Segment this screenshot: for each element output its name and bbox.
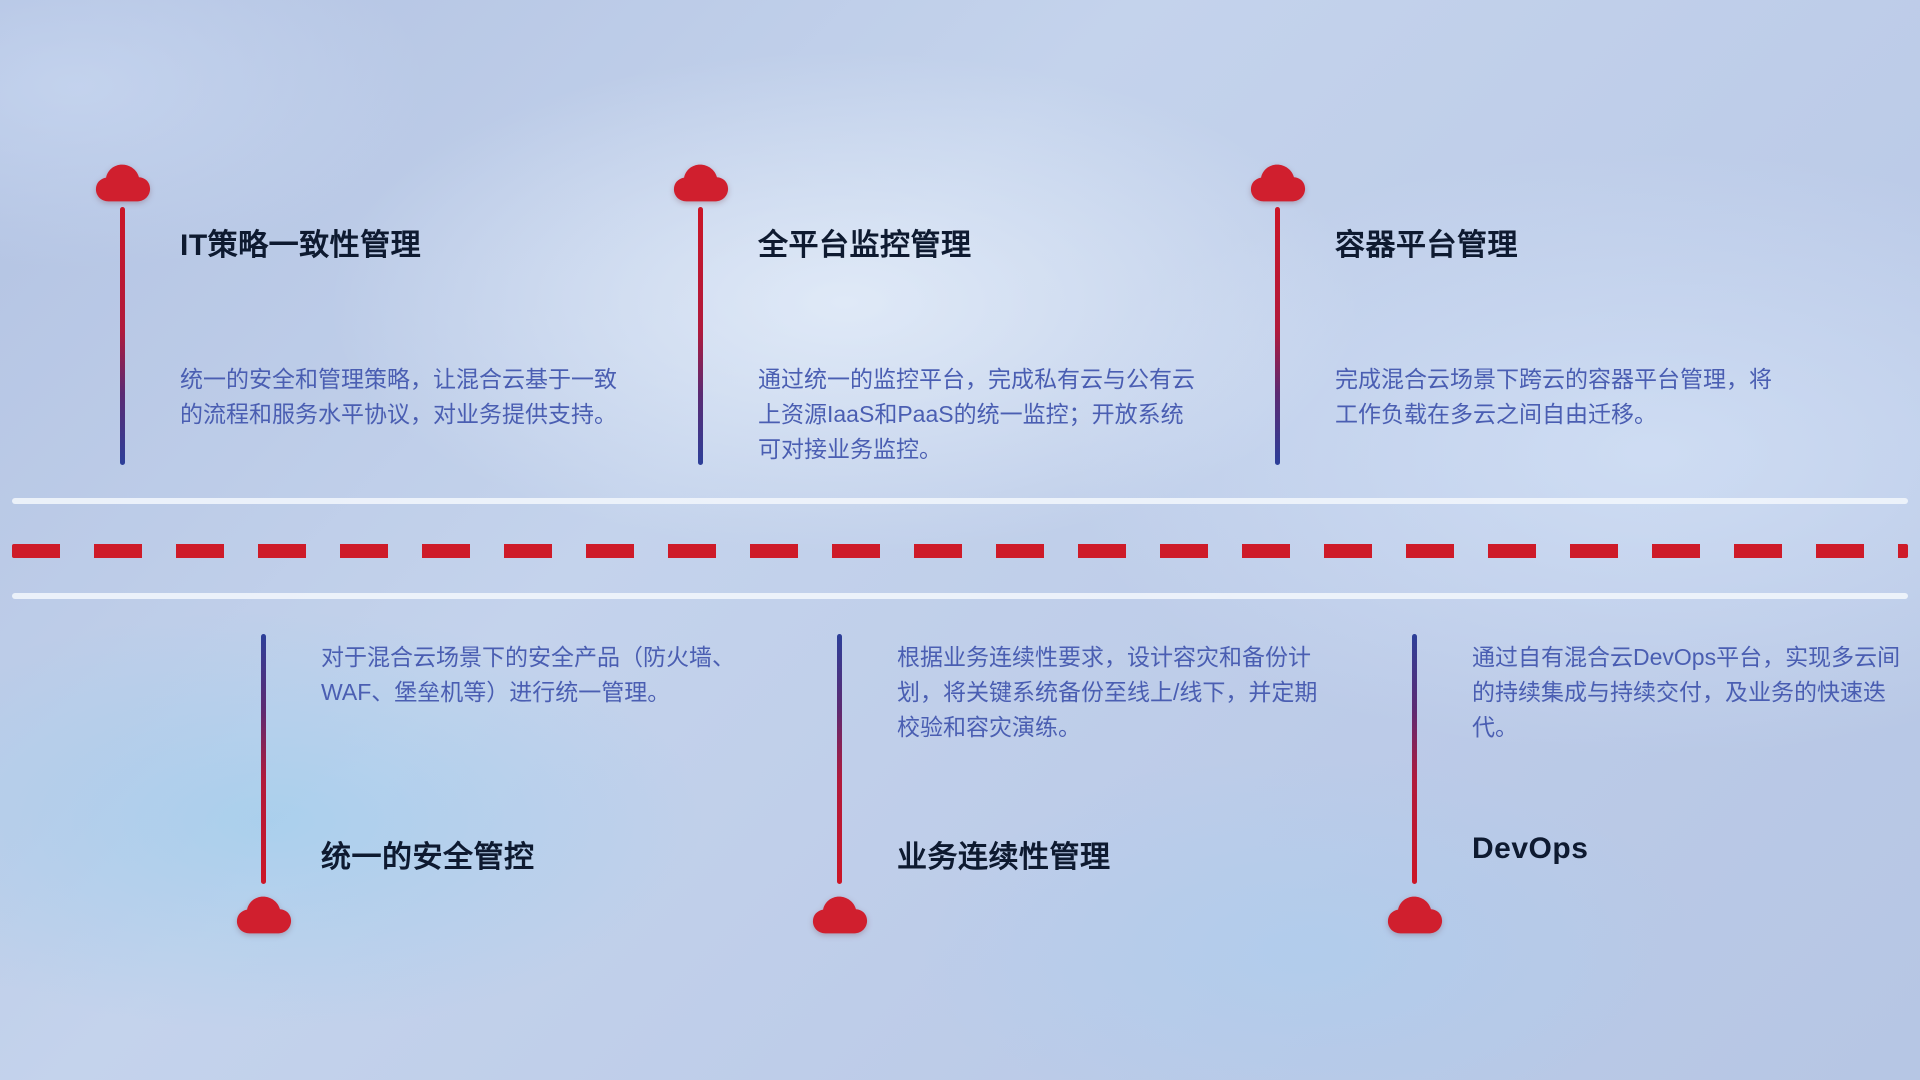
cloud-icon — [1249, 162, 1307, 204]
capability-title: DevOps — [1472, 832, 1589, 865]
connector-line — [837, 634, 842, 884]
capability-description: 通过自有混合云DevOps平台，实现多云间的持续集成与持续交付，及业务的快速迭代… — [1472, 644, 1901, 740]
item-unified-security: 对于混合云场景下的安全产品（防火墙、WAF、堡垒机等）进行统一管理。 统一的安全… — [235, 630, 775, 950]
capability-description: 通过统一的监控平台，完成私有云与公有云上资源IaaS和PaaS的统一监控；开放系… — [758, 366, 1195, 462]
connector-line — [261, 634, 266, 884]
capability-title: 统一的安全管控 — [321, 841, 535, 874]
item-devops: 通过自有混合云DevOps平台，实现多云间的持续集成与持续交付，及业务的快速迭代… — [1386, 630, 1920, 950]
capability-title: IT策略一致性管理 — [180, 229, 422, 262]
capability-description: 对于混合云场景下的安全产品（防火墙、WAF、堡垒机等）进行统一管理。 — [321, 644, 735, 705]
connector-line — [698, 207, 703, 465]
connector-line — [1275, 207, 1280, 465]
capability-description: 统一的安全和管理策略，让混合云基于一致的流程和服务水平协议，对业务提供支持。 — [180, 366, 617, 427]
capability-title: 容器平台管理 — [1335, 229, 1518, 262]
timeline-solid-line-top — [12, 498, 1908, 504]
capability-title: 全平台监控管理 — [758, 229, 972, 262]
capability-title: 业务连续性管理 — [897, 841, 1111, 874]
timeline-dashed-line — [12, 544, 1908, 558]
cloud-icon — [94, 162, 152, 204]
capability-description: 根据业务连续性要求，设计容灾和备份计划，将关键系统备份至线上/线下，并定期校验和… — [897, 644, 1318, 740]
item-full-platform-monitoring: 全平台监控管理 通过统一的监控平台，完成私有云与公有云上资源IaaS和PaaS的… — [672, 162, 1212, 482]
item-it-policy-consistency: IT策略一致性管理 统一的安全和管理策略，让混合云基于一致的流程和服务水平协议，… — [94, 162, 634, 482]
item-container-platform: 容器平台管理 完成混合云场景下跨云的容器平台管理，将工作负载在多云之间自由迁移。 — [1249, 162, 1789, 482]
cloud-icon — [1386, 894, 1444, 936]
cloud-icon — [811, 894, 869, 936]
item-business-continuity: 根据业务连续性要求，设计容灾和备份计划，将关键系统备份至线上/线下，并定期校验和… — [811, 630, 1351, 950]
timeline-solid-line-bottom — [12, 593, 1908, 599]
connector-line — [1412, 634, 1417, 884]
connector-line — [120, 207, 125, 465]
capability-description: 完成混合云场景下跨云的容器平台管理，将工作负载在多云之间自由迁移。 — [1335, 366, 1772, 427]
cloud-icon — [235, 894, 293, 936]
cloud-icon — [672, 162, 730, 204]
